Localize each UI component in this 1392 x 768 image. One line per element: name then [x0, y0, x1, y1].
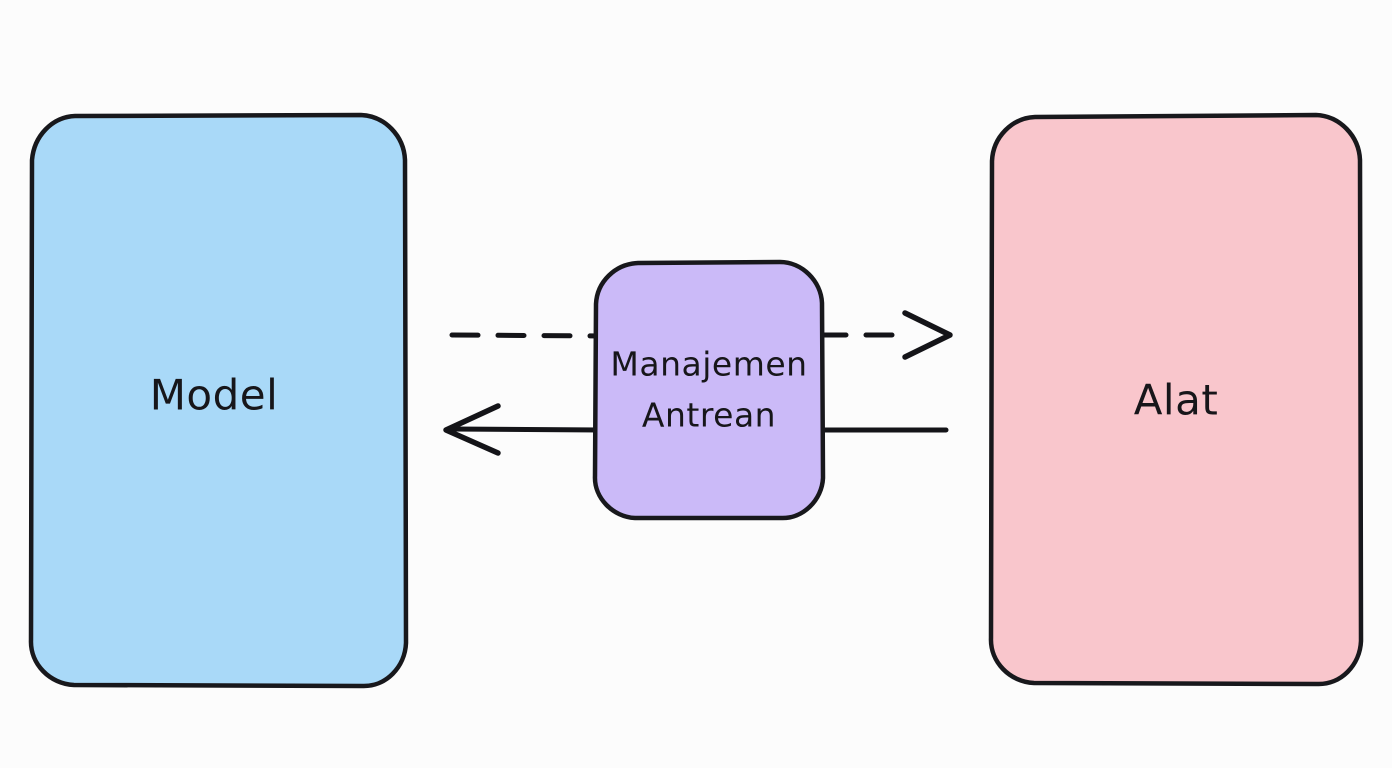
node-model[interactable]: Model	[28, 112, 409, 689]
node-alat[interactable]: Alat	[988, 112, 1364, 687]
solid-edge-left-segment	[449, 426, 604, 433]
node-model-label: Model	[150, 371, 279, 420]
node-manajemen-antrean-label-line-1: Manajemen	[610, 345, 807, 384]
node-alat-label: Alat	[1134, 376, 1219, 425]
node-manajemen-antrean[interactable]: Manajemen Antrean	[592, 259, 826, 521]
node-manajemen-antrean-label-line-2: Antrean	[642, 396, 776, 435]
edge-model-to-alat[interactable]	[449, 310, 953, 360]
dashed-edge-left-segment	[449, 332, 603, 339]
node-alat-shape	[988, 112, 1364, 687]
node-manajemen-antrean-shape	[592, 259, 826, 521]
node-model-shape	[28, 112, 409, 689]
edge-alat-to-model[interactable]	[443, 403, 949, 456]
arrow-head-left-icon	[443, 403, 501, 456]
arrow-head-right-icon	[902, 310, 953, 360]
